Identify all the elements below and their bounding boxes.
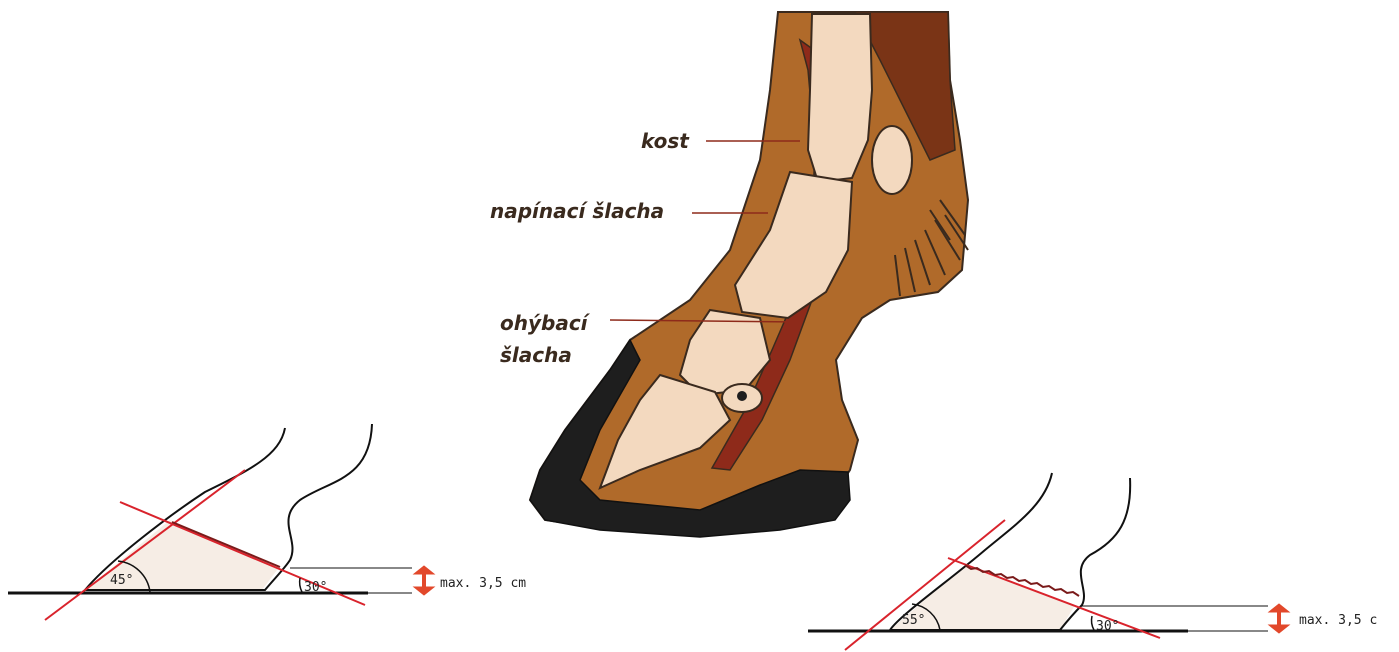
flexor-tendon-label-line1: ohýbací <box>500 311 591 335</box>
hoof-right-measure-label: max. 3,5 c <box>1299 613 1377 628</box>
hoof-left-measure-label: max. 3,5 cm <box>440 576 526 591</box>
hoof-left-toe-angle: 45° <box>110 573 133 588</box>
hoof-right-heel-arc <box>1092 616 1094 630</box>
flexor-tendon-label-line2: šlacha <box>500 343 572 367</box>
hoof-left-measure-arrow <box>414 566 434 595</box>
leg-cross-section: kost napínací šlacha ohýbací šlacha <box>490 12 968 537</box>
hoof-right-heel-angle: 30° <box>1096 619 1119 634</box>
hoof-left-diagram: 45° 30° max. 3,5 cm <box>8 424 526 620</box>
hoof-left-heel-arc <box>300 578 302 592</box>
hoof-right-measure-arrow <box>1269 604 1289 633</box>
hoof-right-toe-angle: 55° <box>902 613 925 628</box>
navicular-hole <box>737 391 747 401</box>
hoof-right-diagram: 55° 30° max. 3,5 c <box>808 473 1377 650</box>
hoof-left-heel-angle: 30° <box>304 580 327 595</box>
bone-label: kost <box>641 129 690 153</box>
sesamoid-bone <box>872 126 912 194</box>
extensor-tendon-label: napínací šlacha <box>490 199 664 223</box>
